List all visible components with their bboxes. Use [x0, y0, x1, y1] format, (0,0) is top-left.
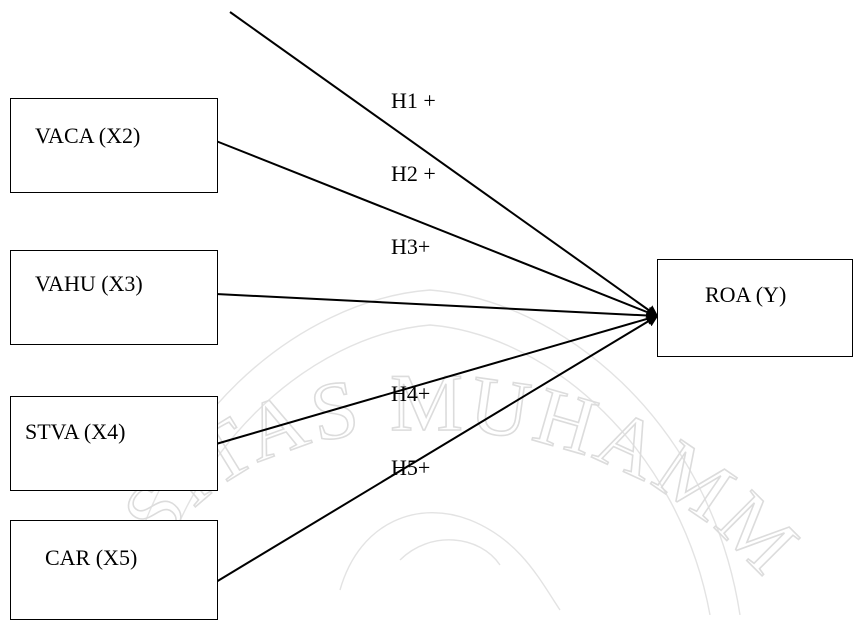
arrow-h2 [215, 140, 659, 318]
node-label: ROA (Y) [705, 282, 787, 307]
node-label: VACA (X2) [35, 123, 141, 148]
hypothesis-label-h3: H3+ [391, 234, 431, 259]
node-vahu-x3: VAHU (X3) [10, 250, 218, 345]
hypothesis-label-h5: H5+ [391, 455, 431, 480]
hypothesis-label-h2: H2 + [391, 161, 436, 186]
node-stva-x4: STVA (X4) [10, 396, 218, 491]
node-label: VAHU (X3) [35, 271, 143, 296]
node-roa-y: ROA (Y) [657, 259, 853, 357]
hypothesis-label-h4: H4+ [391, 381, 431, 406]
arrow-h3 [215, 293, 659, 322]
arrow-h4 [215, 313, 659, 445]
node-car-x5: CAR (X5) [10, 520, 218, 620]
node-vaca-x2: VACA (X2) [10, 98, 218, 193]
hypothesis-label-h1: H1 + [391, 88, 436, 113]
node-label: STVA (X4) [25, 419, 126, 444]
node-label: CAR (X5) [45, 545, 138, 570]
arrow-h1 [229, 11, 659, 318]
arrow-h5 [215, 314, 659, 583]
